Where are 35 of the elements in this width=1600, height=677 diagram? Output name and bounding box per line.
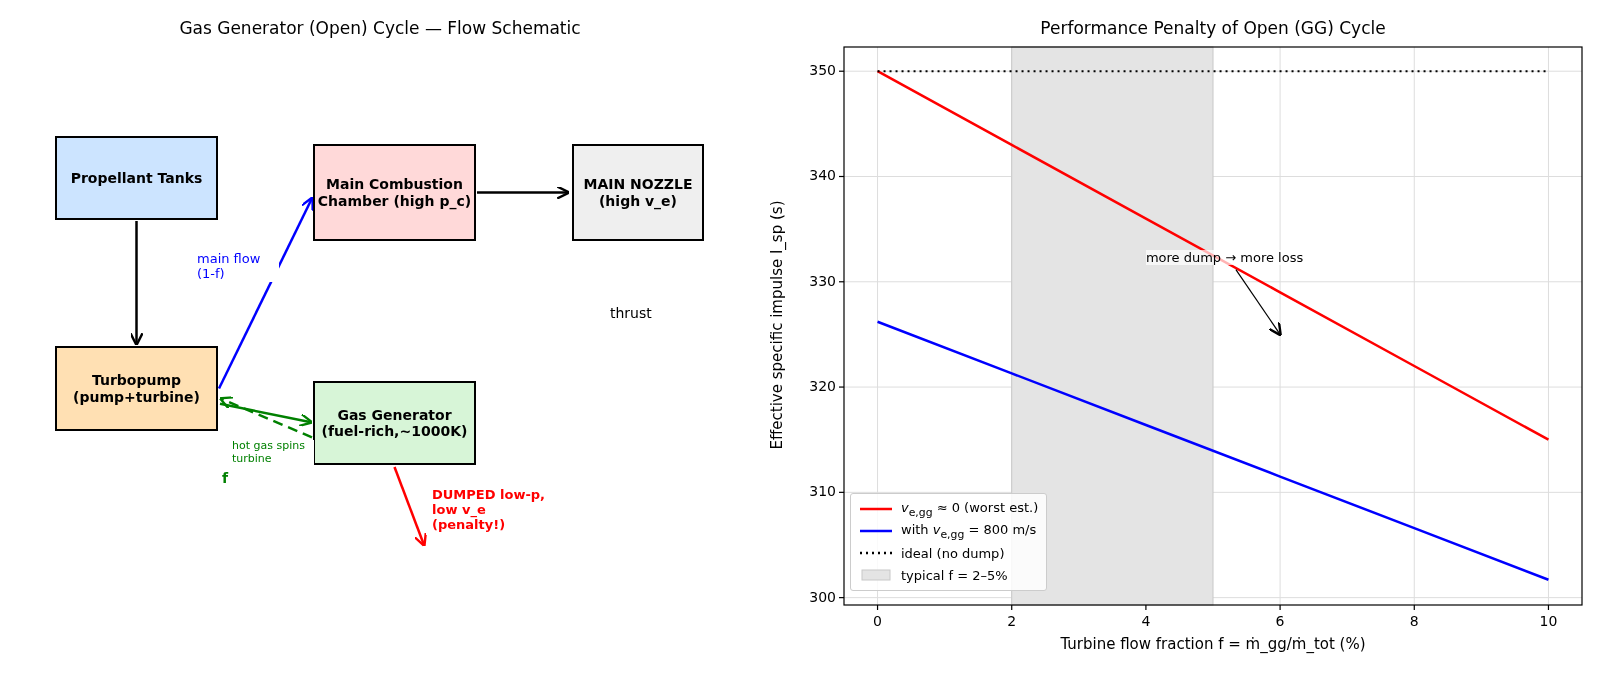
process-box: Turbopump (pump+turbine): [55, 346, 218, 431]
tick-label: 0: [872, 613, 883, 629]
axis-title: Turbine flow fraction f = ṁ_gg/ṁ_tot (%): [1059, 635, 1367, 653]
tick-label: 4: [1140, 613, 1152, 629]
tick-label: 320: [808, 378, 836, 395]
process-box: Main Combustion Chamber (high p_c): [313, 144, 476, 241]
edge-label: hot gas spins turbine: [232, 440, 314, 466]
label-text: thrust: [610, 305, 652, 321]
tick-label: 10: [1538, 613, 1559, 629]
annotation-text: more dump → more loss: [1145, 249, 1304, 265]
arrow: [477, 185, 571, 200]
tick-label: 350: [808, 62, 836, 79]
tick-label: 310: [808, 483, 836, 500]
legend-label: with v$_{e,gg}$ = 800 m/s: [901, 521, 1037, 541]
tick-label: 8: [1408, 613, 1420, 629]
tick-label: 2: [1006, 613, 1018, 629]
process-box: Gas Generator (fuel-rich,~1000K): [313, 381, 476, 465]
legend-label: ideal (no dump): [901, 545, 1005, 561]
chart-title: Performance Penalty of Open (GG) Cycle: [1039, 18, 1387, 38]
tick-label: 340: [808, 167, 836, 184]
arrow: [129, 221, 144, 347]
diagram-title: Gas Generator (Open) Cycle — Flow Schematic: [178, 18, 582, 38]
tick-label: 330: [808, 272, 836, 289]
process-box: MAIN NOZZLE (high v_e): [572, 144, 704, 241]
legend-label: typical f = 2–5%: [901, 567, 1008, 583]
edge-label: main flow (1-f): [197, 252, 279, 282]
arrow: [218, 396, 313, 439]
arrow: [217, 196, 314, 390]
arrow: [219, 402, 314, 428]
legend-label: v$_{e,gg}$ ≈ 0 (worst est.): [901, 499, 1039, 519]
arrow: [393, 466, 427, 548]
tick-label: 300: [808, 588, 836, 605]
tick-label: 6: [1274, 613, 1286, 629]
axis-title: Effective specific impulse I_sp (s): [768, 199, 786, 452]
process-box: Propellant Tanks: [55, 136, 218, 220]
